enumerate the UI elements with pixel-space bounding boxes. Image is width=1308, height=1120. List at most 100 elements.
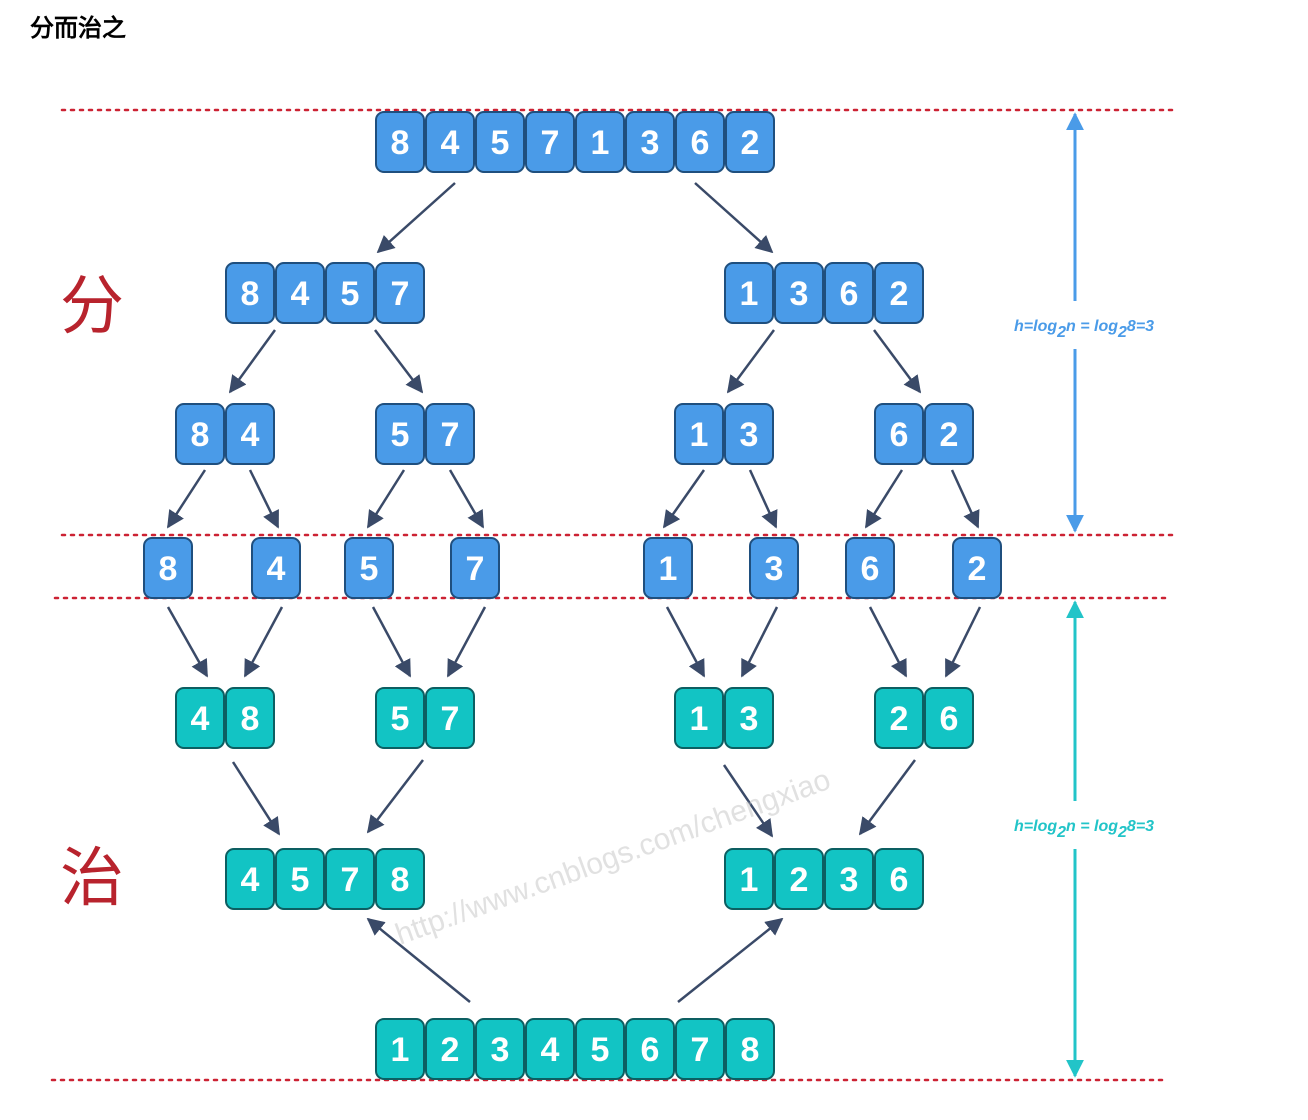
conquer-label: 治 — [60, 842, 124, 916]
cell-value: 4 — [291, 275, 310, 313]
cell-value: 6 — [691, 124, 710, 162]
array-cell — [175, 687, 225, 749]
cell-value: 8 — [159, 550, 178, 588]
array-cell — [425, 111, 475, 173]
flow-arrow — [446, 606, 487, 678]
cell-value: 4 — [541, 1031, 560, 1069]
array-cell — [375, 1018, 425, 1080]
cell-value: 5 — [391, 700, 410, 738]
flow-arrow — [868, 606, 908, 678]
cell-value: 1 — [740, 861, 759, 899]
flow-arrow — [228, 329, 277, 394]
cell-value: 3 — [740, 416, 759, 454]
array-cell — [774, 262, 824, 324]
array-cell — [375, 111, 425, 173]
cell-value: 7 — [541, 124, 560, 162]
array-cell — [225, 687, 275, 749]
flow-arrow — [722, 764, 774, 838]
cell-value: 1 — [740, 275, 759, 313]
array-cell — [275, 262, 325, 324]
array-cell — [724, 848, 774, 910]
formula-part: 2 — [1117, 824, 1127, 841]
cell-value: 6 — [840, 275, 859, 313]
array-cell — [450, 537, 500, 599]
height-formula: h=log2n = log28=3 — [1014, 318, 1154, 341]
flow-arrow — [740, 606, 779, 678]
cell-value: 1 — [591, 124, 610, 162]
formula-part: 8=3 — [1127, 818, 1154, 835]
cell-value: 2 — [441, 1031, 460, 1069]
page-title: 分而治之 — [30, 14, 126, 42]
array-cell — [725, 1018, 775, 1080]
array-cell — [375, 687, 425, 749]
array-cell — [725, 111, 775, 173]
cell-value: 4 — [241, 416, 260, 454]
flow-arrow — [166, 469, 207, 529]
cell-value: 7 — [441, 700, 460, 738]
cell-value: 8 — [191, 416, 210, 454]
flow-arrow — [374, 329, 424, 394]
array-cell — [874, 687, 924, 749]
cell-value: 4 — [241, 861, 260, 899]
flow-arrow — [748, 469, 778, 529]
array-cell — [924, 403, 974, 465]
array-cell — [325, 848, 375, 910]
cell-value: 8 — [391, 124, 410, 162]
cell-value: 4 — [441, 124, 460, 162]
cell-value: 3 — [641, 124, 660, 162]
cell-value: 2 — [890, 275, 909, 313]
cell-value: 2 — [890, 700, 909, 738]
cell-value: 6 — [861, 550, 880, 588]
flow-arrow — [248, 469, 280, 529]
array-cell — [824, 262, 874, 324]
array-cell — [952, 537, 1002, 599]
formula-part: n = log — [1066, 818, 1118, 835]
cell-value: 3 — [790, 275, 809, 313]
array-cell — [225, 262, 275, 324]
formula-part: h=log — [1014, 318, 1057, 335]
cell-value: 6 — [940, 700, 959, 738]
height-axis: h=log2n = log28=3 — [1014, 112, 1154, 533]
height-formula: h=log2n = log28=3 — [1014, 818, 1154, 841]
array-cell — [675, 1018, 725, 1080]
cell-value: 5 — [291, 861, 310, 899]
flow-arrow — [371, 606, 412, 678]
array-group: 8 — [143, 537, 193, 599]
cell-value: 5 — [360, 550, 379, 588]
formula-part: 2 — [1056, 824, 1066, 841]
array-cell — [625, 1018, 675, 1080]
array-cell — [425, 687, 475, 749]
cell-value: 2 — [940, 416, 959, 454]
array-cell — [874, 848, 924, 910]
cell-value: 3 — [491, 1031, 510, 1069]
array-cell — [175, 403, 225, 465]
cell-value: 8 — [391, 861, 410, 899]
height-axes: h=log2n = log28=3h=log2n = log28=3 — [1014, 112, 1154, 1078]
array-cell — [674, 403, 724, 465]
array-cell — [143, 537, 193, 599]
flow-arrow — [166, 606, 209, 678]
cell-value: 1 — [659, 550, 678, 588]
array-group: 2 — [952, 537, 1002, 599]
array-cell — [275, 848, 325, 910]
flow-arrow — [231, 761, 281, 836]
cell-value: 6 — [890, 416, 909, 454]
flow-arrow — [726, 329, 776, 394]
cell-value: 8 — [241, 275, 260, 313]
flow-arrow — [448, 469, 485, 529]
flow-arrow — [864, 469, 904, 529]
cell-value: 7 — [341, 861, 360, 899]
cell-value: 3 — [840, 861, 859, 899]
array-cell — [625, 111, 675, 173]
height-axis: h=log2n = log28=3 — [1014, 600, 1154, 1078]
